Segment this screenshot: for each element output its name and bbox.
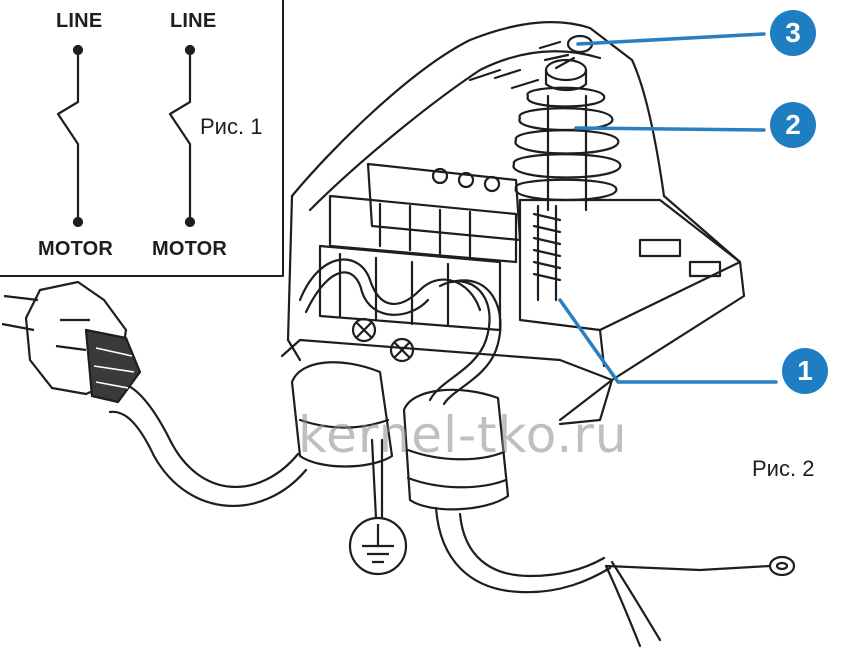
fig1-caption: Рис. 1 — [200, 114, 263, 139]
callout-3-line — [576, 32, 766, 46]
switch-2-top-label: LINE — [170, 10, 217, 32]
watermark: kernel-tko.ru — [298, 406, 628, 464]
callout-2-line — [574, 126, 766, 132]
switch-symbol-2 — [168, 44, 196, 228]
callout-1-badge: 1 — [782, 348, 828, 394]
switch-1-bottom-label: MOTOR — [38, 238, 114, 260]
switch-symbol-1 — [56, 44, 84, 228]
plug-icon — [1, 280, 142, 404]
fig2-caption: Рис. 2 — [752, 456, 815, 481]
ground-symbol-icon — [348, 516, 408, 576]
callout-3-badge: 3 — [770, 10, 816, 56]
switch-2-bottom-label: MOTOR — [152, 238, 228, 260]
switch-1-top-label: LINE — [56, 10, 103, 32]
callout-2-badge: 2 — [770, 102, 816, 148]
callout-1-line — [558, 298, 778, 384]
